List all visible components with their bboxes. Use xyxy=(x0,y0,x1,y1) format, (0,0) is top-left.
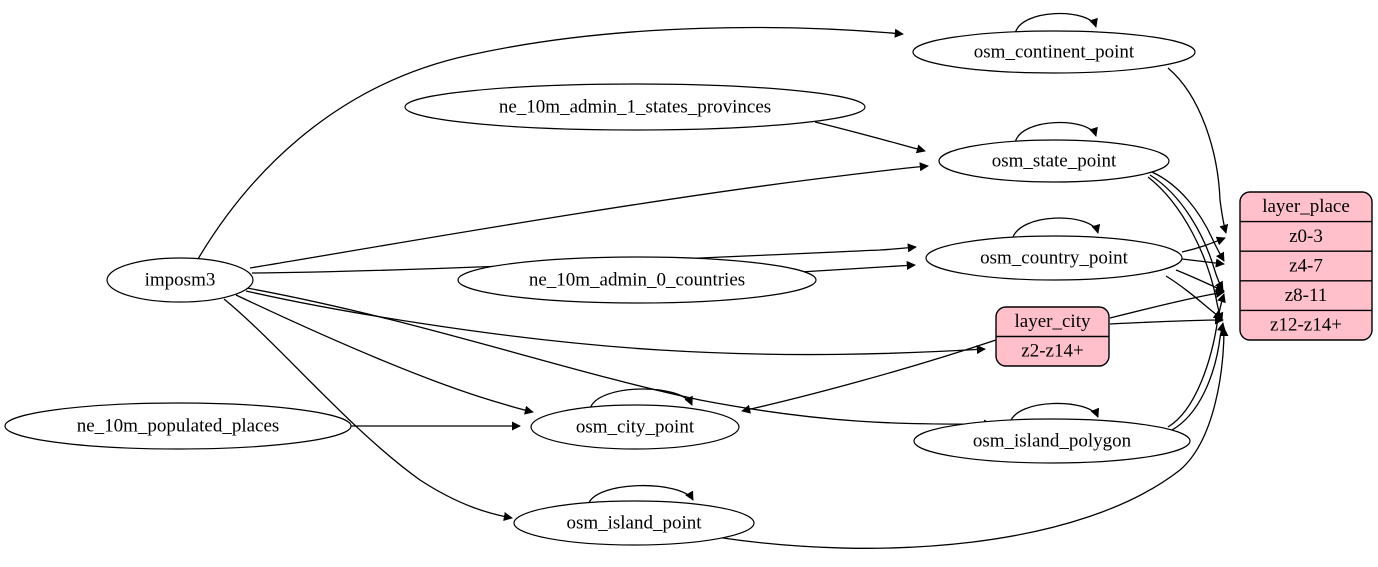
record-row-layer_place-3[interactable]: z8-11 xyxy=(1285,285,1328,306)
edge-osm_country_point-to-layer_place-z0-3 xyxy=(1181,236,1226,253)
node-osm_continent_point[interactable]: osm_continent_point xyxy=(912,30,1196,74)
record-node-layer_place[interactable]: layer_place z0-3 z4-7 z8-11 z12-z14+ xyxy=(1239,191,1373,341)
edge-imposm3-to-osm_city_point xyxy=(235,294,534,415)
edge-imposm3-to-osm_island_polygon xyxy=(246,287,993,429)
node-osm_island_point[interactable]: osm_island_point xyxy=(513,500,755,546)
edge-osm_country_point-to-layer_place-z4-7 xyxy=(1181,258,1225,268)
record-header-layer_city: layer_city xyxy=(1015,311,1091,332)
node-label-ne_10m_populated_places: ne_10m_populated_places xyxy=(77,415,280,436)
node-layer: imposm3 ne_10m_admin_1_states_provincesne… xyxy=(4,30,1196,546)
node-label-ne_10m_admin_0_countries: ne_10m_admin_0_countries xyxy=(529,269,745,290)
record-layer: layer_place z0-3 z4-7 z8-11 z12-z14+ layer_ci… xyxy=(995,191,1373,367)
node-osm_island_polygon[interactable]: osm_island_polygon xyxy=(913,418,1191,464)
edge-self-loop-osm_country_point xyxy=(1011,217,1101,241)
record-node-layer_city[interactable]: layer_city z2-z14+ xyxy=(995,306,1110,367)
edge-self-loop-osm_city_point xyxy=(589,388,693,410)
node-label-osm_state_point: osm_state_point xyxy=(992,150,1117,171)
node-ne_10m_admin_1_states_provinces[interactable]: ne_10m_admin_1_states_provinces xyxy=(404,83,866,131)
edge-layer xyxy=(197,12,1229,549)
node-shape-ne_10m_admin_1_states_provinces xyxy=(404,83,866,131)
edge-imposm3-to-osm_island_point xyxy=(223,298,513,522)
edge-osm_island_polygon-to-layer_place-z12-z14 xyxy=(1171,322,1226,431)
record-box-layer_place xyxy=(1239,191,1373,341)
node-shape-osm_continent_point xyxy=(912,30,1196,74)
record-row-layer_place-1[interactable]: z0-3 xyxy=(1289,226,1323,247)
edge-layer_city-to-layer_place-z8-11 xyxy=(1109,288,1225,319)
edge-self-loop-osm_island_point xyxy=(587,484,694,506)
node-osm_country_point[interactable]: osm_country_point xyxy=(925,235,1183,281)
node-ne_10m_populated_places[interactable]: ne_10m_populated_places xyxy=(4,402,352,450)
edge-layer_city-to-layer_place-z12-z14 xyxy=(1109,315,1224,325)
node-shape-osm_island_point xyxy=(513,500,755,546)
record-row-layer_city-1[interactable]: z2-z14+ xyxy=(1021,341,1083,362)
record-row-layer_place-2[interactable]: z4-7 xyxy=(1289,255,1323,276)
edge-self-loop-osm_continent_point xyxy=(1014,12,1098,35)
edge-self-loop-osm_island_polygon xyxy=(1009,402,1099,424)
edge-osm_island_point-to-layer_place-z12-z14 xyxy=(715,327,1229,549)
edge-osm_state_point-to-layer_place-z8-11 xyxy=(1149,174,1224,291)
node-shape-ne_10m_admin_0_countries xyxy=(457,256,817,304)
node-shape-osm_country_point xyxy=(925,235,1183,281)
edge-self-loop-osm_state_point xyxy=(1014,121,1098,144)
edge-imposm3-to-osm_continent_point xyxy=(197,26,904,260)
edge-osm_continent_point-to-layer_place-z0-3 xyxy=(1167,67,1229,234)
edge-osm_state_point-to-layer_place-z4-7 xyxy=(1151,171,1225,262)
node-label-imposm3: imposm3 xyxy=(145,269,216,290)
edge-imposm3-to-layer_city xyxy=(245,290,986,356)
edge-layer_city-to-osm_city_point xyxy=(741,339,997,414)
record-header-layer_place: layer_place xyxy=(1262,196,1350,217)
edge-ne_countries-to-osm_country_point xyxy=(799,260,916,273)
record-row-layer_place-4[interactable]: z12-z14+ xyxy=(1270,315,1342,336)
node-label-osm_country_point: osm_country_point xyxy=(980,247,1128,268)
node-shape-osm_state_point xyxy=(938,139,1170,183)
node-shape-osm_city_point xyxy=(530,404,740,450)
node-label-ne_10m_admin_1_states_provinces: ne_10m_admin_1_states_provinces xyxy=(499,96,771,117)
node-imposm3[interactable]: imposm3 xyxy=(106,257,254,303)
node-osm_city_point[interactable]: osm_city_point xyxy=(530,404,740,450)
node-label-osm_city_point: osm_city_point xyxy=(576,416,695,437)
node-label-osm_island_polygon: osm_island_polygon xyxy=(973,430,1132,451)
node-shape-ne_10m_populated_places xyxy=(4,402,352,450)
edge-osm_island_polygon-to-layer_place-z8-11 xyxy=(1167,293,1226,428)
node-label-osm_island_point: osm_island_point xyxy=(566,512,702,533)
node-ne_10m_admin_0_countries[interactable]: ne_10m_admin_0_countries xyxy=(457,256,817,304)
node-osm_state_point[interactable]: osm_state_point xyxy=(938,139,1170,183)
node-shape-imposm3 xyxy=(106,257,254,303)
node-label-osm_continent_point: osm_continent_point xyxy=(974,41,1135,62)
edge-imposm3-to-osm_state_point xyxy=(249,162,929,269)
edge-ne_states_provinces-to-osm_state_point xyxy=(814,121,926,154)
node-shape-osm_island_polygon xyxy=(913,418,1191,464)
